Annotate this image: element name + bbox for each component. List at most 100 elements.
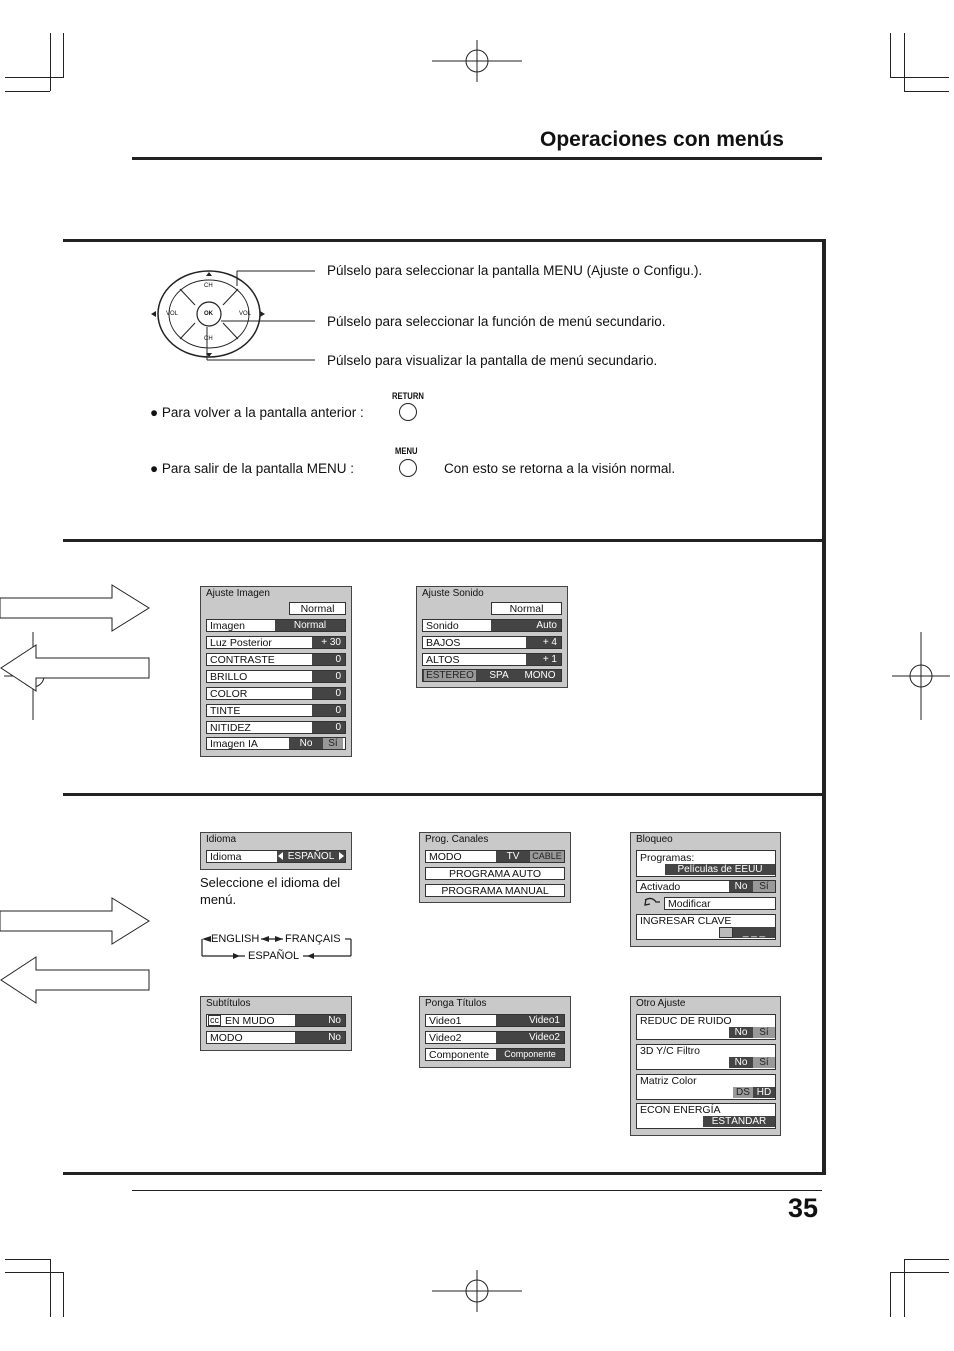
ch-down-label: CH bbox=[204, 336, 213, 342]
brillo-row[interactable]: BRILLO 0 bbox=[206, 670, 346, 683]
cycle-francais: FRANÇAIS bbox=[285, 933, 341, 945]
activado-label: Activado bbox=[640, 881, 681, 893]
idioma-row[interactable]: Idioma ESPAÑOL bbox=[206, 850, 346, 863]
filtro-si[interactable]: Sí bbox=[753, 1057, 775, 1068]
menu-button-label: MENU bbox=[395, 446, 418, 456]
en-mudo-row[interactable]: cc EN MUDO No bbox=[206, 1014, 346, 1027]
instruction-menu-select: Púlselo para seleccionar la pantalla MEN… bbox=[327, 263, 703, 278]
filtro-label: 3D Y/C Filtro bbox=[640, 1045, 700, 1057]
imagen-ia-label: Imagen IA bbox=[210, 738, 258, 750]
imagen-ia-si[interactable]: Sí bbox=[323, 738, 343, 749]
en-mudo-label: EN MUDO bbox=[225, 1015, 275, 1027]
video2-row[interactable]: Video2 Video2 bbox=[425, 1031, 565, 1044]
modo-subtitulos-row[interactable]: MODO No bbox=[206, 1031, 346, 1044]
sonido-mode-value[interactable]: Normal bbox=[491, 602, 562, 615]
nitidez-value: 0 bbox=[312, 722, 345, 733]
idioma-value: ESPAÑOL bbox=[277, 851, 345, 862]
modo-subtitulos-label: MODO bbox=[210, 1032, 243, 1044]
imagen-mode-value[interactable]: Normal bbox=[289, 602, 346, 615]
instruction-sub-display: Púlselo para visualizar la pantalla de m… bbox=[327, 353, 658, 368]
ajuste-sonido-menu: Ajuste Sonido Normal Sonido Auto BAJOS +… bbox=[416, 586, 568, 688]
ajuste-imagen-title: Ajuste Imagen bbox=[206, 588, 270, 599]
imagen-ia-row[interactable]: Imagen IA No Sí bbox=[206, 737, 346, 750]
modificar-button[interactable]: Modificar bbox=[664, 897, 776, 910]
ch-up-label: CH bbox=[204, 283, 213, 289]
imagen-label: Imagen bbox=[210, 620, 246, 632]
sonido-row[interactable]: Sonido Auto bbox=[422, 619, 562, 632]
video1-label: Video1 bbox=[429, 1015, 462, 1027]
bajos-row[interactable]: BAJOS + 4 bbox=[422, 636, 562, 649]
instruction-sub-select: Púlselo para seleccionar la función de m… bbox=[327, 314, 666, 329]
arrow-right-icon-2 bbox=[0, 897, 150, 945]
cycle-espanol: ESPAÑOL bbox=[248, 950, 300, 962]
imagen-value: Normal bbox=[275, 620, 345, 631]
sonido-value: Auto bbox=[491, 620, 561, 631]
econ-energia-row[interactable]: ECON ENERGÍA ESTÁNDAR bbox=[636, 1103, 776, 1129]
matriz-ds[interactable]: DS bbox=[733, 1087, 753, 1098]
activado-si[interactable]: Sí bbox=[753, 881, 775, 892]
ajuste-sonido-title: Ajuste Sonido bbox=[422, 588, 484, 599]
programas-row[interactable]: Programas: Películas de EEUU bbox=[636, 850, 776, 877]
cable-option[interactable]: CABLE bbox=[530, 851, 564, 862]
activado-no[interactable]: No bbox=[729, 881, 753, 892]
bajos-value: + 4 bbox=[526, 637, 561, 648]
luz-posterior-label: Luz Posterior bbox=[210, 637, 272, 649]
return-button-label: RETURN bbox=[392, 391, 424, 401]
mono-option[interactable]: MONO bbox=[524, 670, 556, 681]
color-label: COLOR bbox=[210, 688, 248, 700]
componente-row[interactable]: Componente Componente bbox=[425, 1048, 565, 1061]
tinte-row[interactable]: TINTE 0 bbox=[206, 704, 346, 717]
modo-row[interactable]: MODO TV CABLE bbox=[425, 850, 565, 863]
ingresar-clave-label: INGRESAR CLAVE bbox=[640, 915, 732, 927]
altos-value: + 1 bbox=[526, 654, 561, 665]
filtro-row[interactable]: 3D Y/C Filtro No Sí bbox=[636, 1044, 776, 1070]
matriz-color-row[interactable]: Matriz Color DS HD bbox=[636, 1074, 776, 1100]
ponga-titulos-title: Ponga Títulos bbox=[425, 998, 487, 1009]
reduc-ruido-row[interactable]: REDUC DE RUIDO No Sí bbox=[636, 1014, 776, 1040]
ajuste-imagen-menu: Ajuste Imagen Normal Imagen Normal Luz P… bbox=[200, 586, 352, 757]
spa-option[interactable]: SPA bbox=[489, 670, 509, 681]
luz-posterior-row[interactable]: Luz Posterior + 30 bbox=[206, 636, 346, 649]
otro-ajuste-title: Otro Ajuste bbox=[636, 998, 686, 1009]
en-mudo-value: No bbox=[295, 1015, 345, 1026]
video2-value: Video2 bbox=[496, 1032, 564, 1043]
video1-value: Video1 bbox=[496, 1015, 564, 1026]
arrow-left-icon-2 bbox=[0, 956, 150, 1004]
tv-option[interactable]: TV bbox=[496, 851, 530, 862]
color-row[interactable]: COLOR 0 bbox=[206, 687, 346, 700]
menu-instruction: ● Para salir de la pantalla MENU : bbox=[150, 461, 354, 476]
econ-energia-label: ECON ENERGÍA bbox=[640, 1104, 721, 1116]
left-arrow-icon[interactable] bbox=[278, 852, 283, 860]
ruido-si[interactable]: Sí bbox=[753, 1027, 775, 1038]
registration-mark-right bbox=[892, 632, 950, 720]
matriz-hd[interactable]: HD bbox=[753, 1087, 775, 1098]
return-instruction: ● Para volver a la pantalla anterior : bbox=[150, 405, 364, 420]
imagen-row[interactable]: Imagen Normal bbox=[206, 619, 346, 632]
ingresar-clave-row[interactable]: INGRESAR CLAVE _ _ _ bbox=[636, 914, 776, 940]
vol-right-label: VOL bbox=[239, 311, 252, 317]
programas-value: Películas de EEUU bbox=[665, 864, 775, 875]
video1-row[interactable]: Video1 Video1 bbox=[425, 1014, 565, 1027]
filtro-no[interactable]: No bbox=[729, 1057, 753, 1068]
programa-manual[interactable]: PROGRAMA MANUAL bbox=[425, 884, 565, 897]
arrow-left-icon bbox=[0, 644, 150, 692]
altos-row[interactable]: ALTOS + 1 bbox=[422, 653, 562, 666]
menu-button-icon bbox=[399, 459, 417, 477]
arrow-right-icon bbox=[0, 584, 150, 632]
contraste-row[interactable]: CONTRASTE 0 bbox=[206, 653, 346, 666]
imagen-ia-no[interactable]: No bbox=[289, 738, 323, 749]
ruido-no[interactable]: No bbox=[729, 1027, 753, 1038]
brillo-label: BRILLO bbox=[210, 671, 248, 683]
estereo-option[interactable]: ESTEREO bbox=[424, 670, 476, 681]
right-arrow-icon[interactable] bbox=[339, 852, 344, 860]
programa-auto[interactable]: PROGRAMA AUTO bbox=[425, 867, 565, 880]
clave-value: _ _ _ bbox=[733, 927, 775, 938]
audio-mode-row[interactable]: ESTEREO SPA MONO bbox=[422, 669, 562, 682]
activado-row[interactable]: Activado No Sí bbox=[636, 880, 776, 893]
prog-canales-title: Prog. Canales bbox=[425, 834, 489, 845]
nitidez-row[interactable]: NITIDEZ 0 bbox=[206, 721, 346, 734]
luz-posterior-value: + 30 bbox=[312, 637, 345, 648]
cycle-english: ENGLISH bbox=[211, 933, 260, 945]
contraste-value: 0 bbox=[312, 654, 345, 665]
